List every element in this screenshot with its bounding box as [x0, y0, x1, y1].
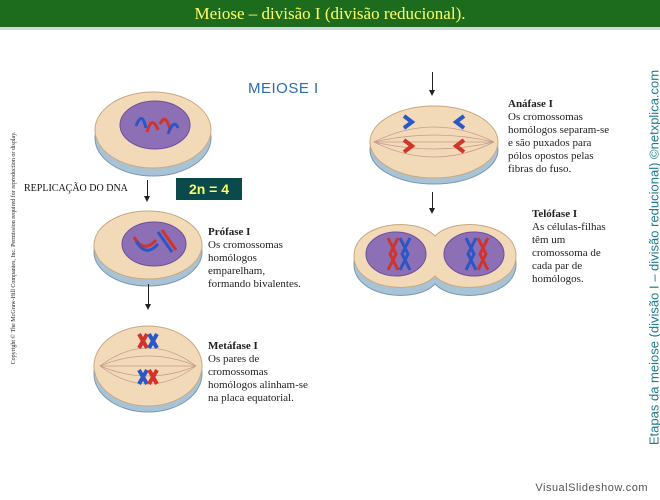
- chromosome-red: [386, 237, 400, 271]
- stage-line: homólogos: [208, 252, 257, 264]
- chromosome-red: [402, 138, 416, 154]
- stage-line: Os cromossomas: [508, 111, 583, 123]
- stage-name: Anáfase I: [508, 98, 553, 110]
- anaphase-cell: [369, 105, 499, 185]
- chromosome-blue: [452, 114, 466, 130]
- side-caption: Etapas da meiose (divisão I – divisão re…: [646, 69, 660, 446]
- stage-name: Metáfase I: [208, 340, 258, 352]
- chromosome-red: [132, 236, 158, 248]
- chromosome-blue: [166, 122, 180, 135]
- stage-line: homólogos alinham-se: [208, 379, 308, 391]
- stage-line: fibras do fuso.: [508, 163, 572, 175]
- diagram-heading: MEIOSE I: [248, 80, 319, 97]
- spindle-fibers: [373, 126, 495, 158]
- stage-line: pólos opostos pelas: [508, 150, 594, 162]
- stage-anaphase-text: Anáfase I Os cromossomas homólogos separ…: [508, 98, 609, 176]
- prophase-cell: [93, 210, 203, 287]
- arrow-to-anaphase: [429, 72, 435, 96]
- metaphase-cell: [93, 325, 203, 413]
- stage-line: cromossomas: [208, 366, 268, 378]
- chromosome-blue: [464, 237, 478, 271]
- chromosome-red: [145, 121, 160, 133]
- stage-prophase-text: Prófase I Os cromossomas homólogos empar…: [208, 226, 301, 291]
- stage-line: emparelham,: [208, 265, 266, 277]
- stage-line: e são puxados para: [508, 137, 592, 149]
- stage-line: formando bivalentes.: [208, 278, 301, 290]
- chromosome-blue: [398, 237, 412, 271]
- stage-name: Telófase I: [532, 208, 578, 220]
- footer: VisualSlideshow.com: [0, 476, 660, 500]
- chromosome-pair: [137, 333, 159, 349]
- ploidy-badge: 2n = 4: [176, 178, 242, 200]
- chromosome-red: [476, 237, 490, 271]
- stage-line: Os pares de: [208, 353, 260, 365]
- replication-label: REPLICAÇÃO DO DNA: [24, 183, 128, 194]
- stage-telophase-text: Telófase I As células-filhas têm um crom…: [532, 208, 606, 286]
- stage-metaphase-text: Metáfase I Os pares de cromossomas homól…: [208, 340, 308, 405]
- arrow-prophase-metaphase: [145, 284, 151, 310]
- stage-line: cromossoma de: [532, 247, 601, 259]
- stage-line: As células-filhas: [532, 221, 606, 233]
- interphase-cell: [94, 91, 212, 177]
- chromosome-pair: [137, 369, 159, 385]
- chromosome-red: [160, 229, 178, 251]
- stage-line: têm um: [532, 234, 566, 246]
- footer-brand[interactable]: VisualSlideshow.com: [535, 482, 648, 494]
- arrow-anaphase-telophase: [429, 192, 435, 214]
- stage-name: Prófase I: [208, 226, 251, 238]
- stage-line: Os cromossomas: [208, 239, 283, 251]
- chromosome-blue: [134, 117, 148, 129]
- stage-line: homólogos.: [532, 273, 584, 285]
- stage-line: homólogos separam-se: [508, 124, 610, 136]
- copyright-notice: Copyright © The McGraw-Hill Companies, I…: [11, 131, 17, 365]
- chromosome-blue: [134, 240, 160, 252]
- title-bar: Meiose – divisão I (divisão reducional).: [0, 0, 660, 27]
- stage-line: cada par de: [532, 260, 583, 272]
- chromosome-red: [452, 138, 466, 154]
- chromosome-blue: [402, 114, 416, 130]
- chromosome-red: [158, 117, 172, 131]
- slide-title: Meiose – divisão I (divisão reducional).: [194, 4, 466, 23]
- spindle-fibers: [99, 347, 197, 385]
- title-divider: [0, 27, 660, 30]
- stage-line: na placa equatorial.: [208, 392, 294, 404]
- chromosome-blue: [156, 231, 174, 253]
- arrow-replication: [144, 180, 150, 202]
- telophase-cell: [353, 224, 517, 296]
